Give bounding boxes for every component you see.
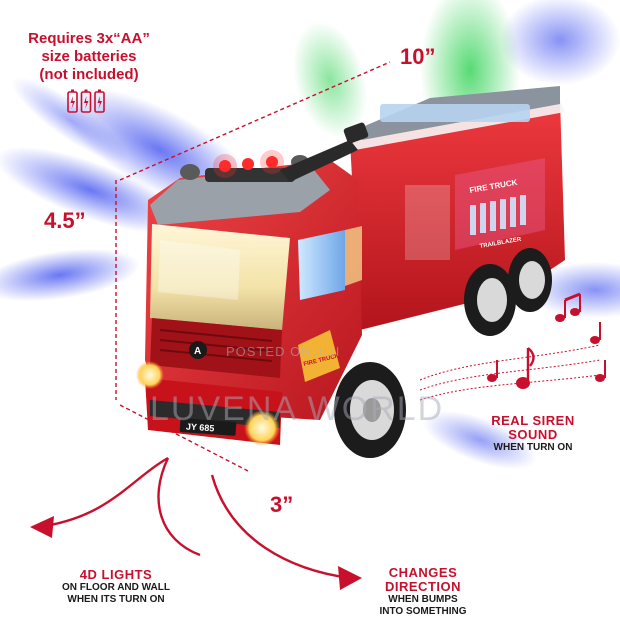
watermark-brand: LUVENA WORLD <box>150 390 445 428</box>
battery-note-line-1: Requires 3x“AA” <box>28 30 150 47</box>
lights-subtitle-line-1: ON FLOOR AND WALL <box>62 582 170 593</box>
grille-logo: A <box>194 346 201 357</box>
direction-subtitle-line-1: WHEN BUMPS <box>388 594 458 605</box>
fire-truck: FIRE TRUCK TRAILBLAZER A JY 685 <box>136 86 565 458</box>
dimension-height-label: 4.5” <box>44 208 86 233</box>
headlight-right <box>244 410 280 446</box>
battery-note: Requires 3x“AA” size batteries (not incl… <box>14 30 164 84</box>
music-notes-icon <box>419 292 606 401</box>
siren-title-line-1: REAL SIREN <box>491 413 575 428</box>
battery-note-line-3: (not included) <box>39 66 139 83</box>
license-plate: JY 685 <box>186 421 215 433</box>
lights-title: 4D LIGHTS <box>79 567 153 582</box>
feature-direction: CHANGES DIRECTION WHEN BUMPS INTO SOMETH… <box>358 566 488 618</box>
feature-siren: REAL SIREN SOUND WHEN TURN ON <box>470 414 596 454</box>
left-arrow-head <box>30 516 54 538</box>
dimension-width-label: 3” <box>270 492 294 517</box>
siren-subtitle: WHEN TURN ON <box>493 442 573 453</box>
siren-title-line-2: SOUND <box>508 427 558 442</box>
direction-subtitle-line-2: INTO SOMETHING <box>379 606 467 617</box>
dimension-length-label: 10” <box>400 44 436 69</box>
roof-lights <box>205 150 295 182</box>
feature-lights: 4D LIGHTS ON FLOOR AND WALL WHEN ITS TUR… <box>36 568 196 606</box>
battery-icon <box>67 89 105 113</box>
lights-subtitle-line-2: WHEN ITS TURN ON <box>67 594 165 605</box>
battery-note-line-2: size batteries <box>41 48 137 65</box>
watermark-posted: POSTED ON JIJI <box>226 344 341 359</box>
direction-title-line-2: DIRECTION <box>385 579 461 594</box>
dimension-lines <box>115 61 391 473</box>
headlight-left <box>136 361 164 389</box>
right-arrow-head <box>338 566 362 590</box>
wheels <box>334 248 552 458</box>
direction-title-line-1: CHANGES <box>388 565 458 580</box>
direction-arrows <box>44 456 351 580</box>
